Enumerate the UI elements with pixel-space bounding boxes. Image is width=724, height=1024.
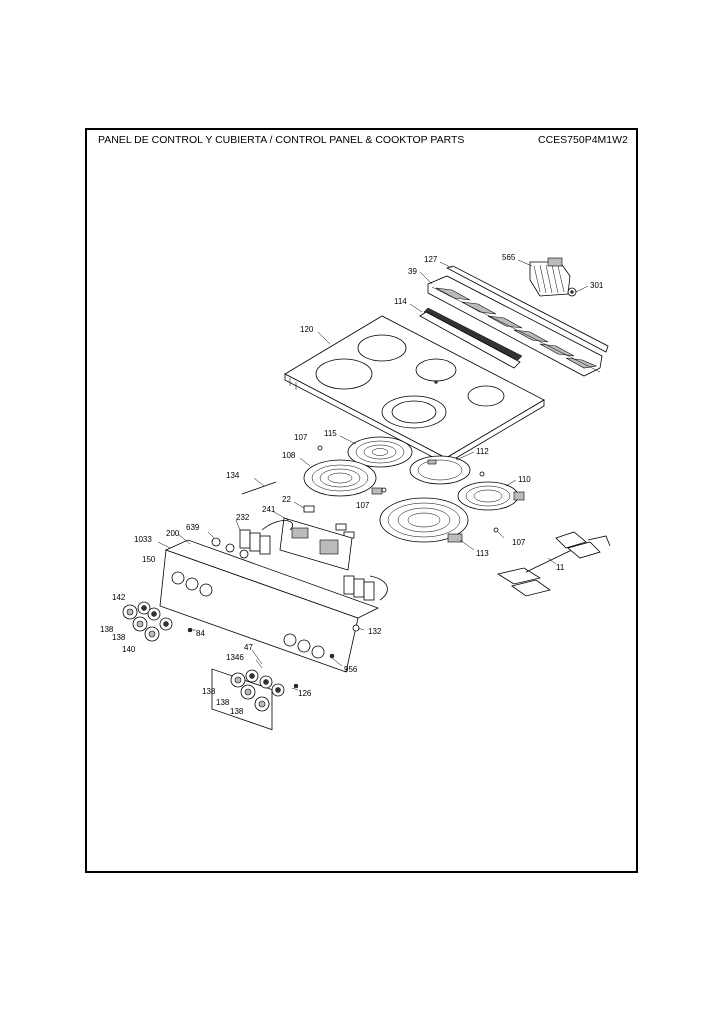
surface-element-112 — [409, 455, 471, 485]
part-label-138e: 138 — [230, 707, 244, 716]
part-label-639: 639 — [186, 523, 200, 532]
part-label-138a: 138 — [100, 625, 114, 634]
part-label-200: 200 — [166, 529, 180, 538]
glass-cooktop-part — [284, 315, 545, 465]
part-label-112: 112 — [476, 447, 489, 456]
part-label-132: 132 — [368, 627, 382, 636]
switch-block-232 — [239, 529, 271, 555]
surface-element-115 — [347, 436, 413, 468]
part-label-110: 110 — [518, 475, 531, 484]
part-label-138c: 138 — [202, 687, 216, 696]
part-label-126: 126 — [298, 689, 312, 698]
wire-harness — [261, 520, 293, 531]
part-label-108: 108 — [282, 451, 296, 460]
part-label-140: 140 — [122, 645, 136, 654]
back-vent-trim-part — [427, 265, 609, 377]
part-label-107b: 107 — [356, 501, 370, 510]
part-label-1346: 1346 — [226, 653, 244, 662]
diagram-frame — [85, 128, 638, 873]
part-label-39: 39 — [408, 267, 417, 276]
part-label-138b: 138 — [112, 633, 126, 642]
part-label-84: 84 — [196, 629, 205, 638]
surface-element-110 — [457, 481, 525, 511]
part-label-150: 150 — [142, 555, 156, 564]
part-label-142: 142 — [112, 593, 126, 602]
cooktop-gasket-outline — [419, 311, 521, 369]
switch-block-right — [343, 575, 375, 601]
part-label-134: 134 — [226, 471, 240, 480]
part-label-113: 113 — [476, 549, 489, 558]
part-label-1033: 1033 — [134, 535, 152, 544]
part-label-241: 241 — [262, 505, 276, 514]
part-label-120: 120 — [300, 325, 314, 334]
leader-lines — [157, 259, 589, 691]
part-label-115: 115 — [324, 429, 337, 438]
part-label-956: 956 — [344, 665, 358, 674]
part-label-301: 301 — [590, 281, 604, 290]
control-panel-part — [159, 539, 380, 731]
part-label-127: 127 — [424, 255, 438, 264]
control-board-part — [279, 517, 353, 571]
part-label-47: 47 — [244, 643, 253, 652]
part-label-22: 22 — [282, 495, 291, 504]
page-title: PANEL DE CONTROL Y CUBIERTA / CONTROL PA… — [98, 134, 465, 146]
model-number: CCES750P4M1W2 — [538, 134, 628, 146]
knob-group-left — [122, 601, 173, 642]
part-label-565: 565 — [502, 253, 516, 262]
part-label-11: 11 — [556, 563, 565, 572]
part-label-114: 114 — [394, 297, 407, 306]
probe-134 — [241, 481, 277, 495]
knob-group-right — [230, 669, 285, 712]
part-label-107c: 107 — [512, 538, 526, 547]
part-label-138d: 138 — [216, 698, 230, 707]
part-label-107a: 107 — [294, 433, 308, 442]
surface-element-113 — [379, 497, 469, 543]
convection-fan-motor-part — [529, 257, 577, 297]
part-label-232: 232 — [236, 513, 250, 522]
